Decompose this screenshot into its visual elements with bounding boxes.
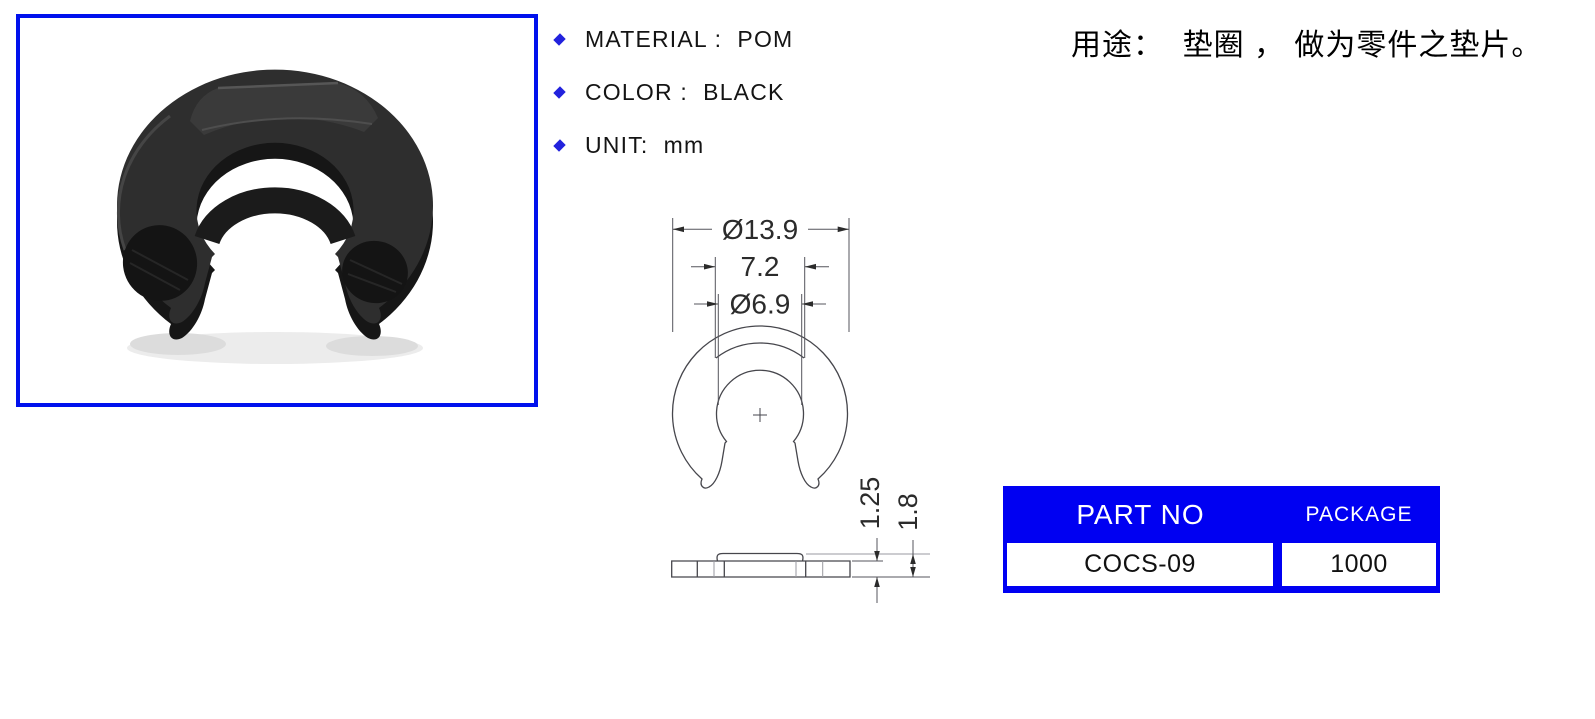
spec-item-material: MATERIAL : POM: [552, 24, 793, 54]
clip-jaw-left: [122, 225, 198, 301]
spec-list: MATERIAL : POM COLOR : BLACK UNIT: mm: [552, 24, 793, 183]
clip-inner-wall: [194, 187, 356, 245]
top-view-outline: [671, 325, 849, 489]
spec-color-text: COLOR : BLACK: [585, 78, 785, 105]
dim-inner-diameter-text: Ø6.9: [730, 288, 791, 319]
photo-shadow-left: [130, 333, 226, 355]
dim-outer-diameter-text: Ø13.9: [722, 214, 798, 245]
bullet-diamond-icon: [553, 32, 566, 46]
clip-groove-line: [201, 117, 373, 131]
dim-opening-width: 7.2: [691, 251, 829, 282]
clip-rim-highlight: [116, 114, 171, 251]
spec-item-color: COLOR : BLACK: [552, 77, 793, 107]
dim-inner-diameter: Ø6.9: [694, 288, 826, 319]
part-no-cell: COCS-09: [1007, 543, 1273, 586]
part-table-header-partno: PART NO: [1076, 498, 1205, 530]
side-view: [671, 552, 851, 578]
dim-opening-width-text: 7.2: [741, 251, 780, 282]
dim-plate-thickness-text: 1.25: [855, 477, 885, 530]
rib-inner-arc: [715, 342, 805, 359]
bar-extensions: [852, 560, 930, 578]
package-cell: 1000: [1282, 543, 1436, 586]
spec-material-text: MATERIAL : POM: [585, 25, 794, 52]
dim-overall-height-text: 1.8: [893, 493, 923, 531]
side-view-tangent-lines: [713, 561, 824, 577]
part-table-header-package: PACKAGE: [1305, 502, 1413, 526]
extension-lines: [672, 218, 850, 405]
bullet-diamond-icon: [553, 85, 566, 99]
side-view-bar: [671, 560, 851, 578]
c-clip-photo: [116, 69, 433, 364]
dim-plate-thickness: 1.25: [855, 477, 885, 603]
usage-note: 用途： 垫圈 ， 做为零件之垫片。: [1071, 29, 1543, 62]
technical-drawing: Ø13.9 7.2 Ø6.9 1.25 1.8: [671, 214, 930, 603]
clip-rib-highlight: [217, 81, 339, 90]
top-view: [671, 325, 849, 489]
side-view-rib: [716, 552, 804, 562]
part-table-data-row: COCS-09 1000: [1003, 543, 1440, 586]
bullet-diamond-icon: [553, 138, 566, 152]
spec-item-unit: UNIT: mm: [552, 130, 793, 160]
dim-overall-height: 1.8: [893, 493, 923, 577]
center-cross: [753, 408, 767, 422]
part-table-header-row: PART NO PACKAGE: [1003, 486, 1440, 543]
product-photo-panel: [16, 14, 538, 407]
photo-shadow-right: [326, 336, 418, 356]
spec-unit-text: UNIT: mm: [585, 131, 705, 158]
dim-outer-diameter: Ø13.9: [672, 214, 849, 245]
clip-jaw-right: [342, 240, 408, 304]
part-table: PART NO PACKAGE COCS-09 1000: [1003, 486, 1440, 593]
